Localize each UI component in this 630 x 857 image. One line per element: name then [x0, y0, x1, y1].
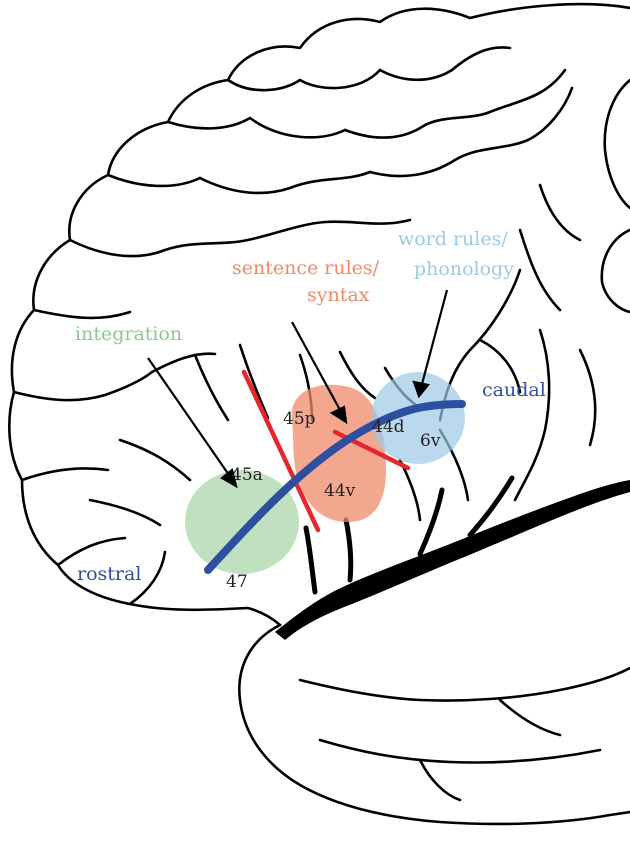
rostro-caudal-axis — [204, 400, 466, 574]
region-syntax — [291, 384, 386, 522]
fissure-rami — [303, 475, 515, 595]
area-44v: 44v — [324, 481, 356, 501]
label-syntax: syntax — [307, 284, 370, 306]
pointer-arrows — [147, 289, 449, 489]
label-caudal: caudal — [482, 379, 546, 401]
label-integration: integration — [75, 323, 182, 345]
label-word-rules: word rules/ — [398, 228, 508, 250]
label-rostral: rostral — [77, 563, 141, 585]
brain-outline — [8, 2, 630, 826]
area-45p: 45p — [283, 409, 316, 429]
label-sentence-rules: sentence rules/ — [232, 257, 380, 279]
label-phonology: phonology — [414, 258, 514, 280]
region-phonology — [371, 372, 465, 464]
area-45a: 45a — [231, 465, 263, 485]
area-44d: 44d — [372, 417, 405, 437]
region-integration — [185, 470, 299, 574]
area-47: 47 — [226, 572, 248, 592]
area-6v: 6v — [420, 431, 441, 451]
sylvian-fissure — [275, 480, 630, 640]
